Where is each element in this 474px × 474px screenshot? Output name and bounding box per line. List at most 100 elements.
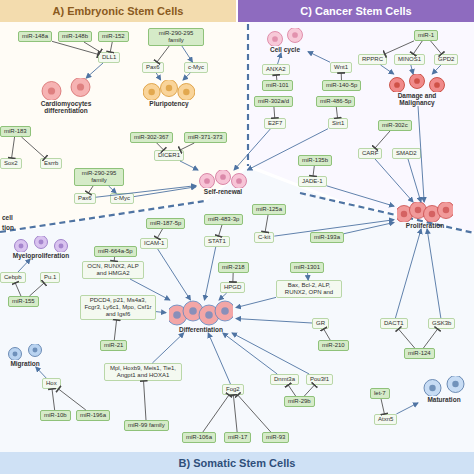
cell-shape bbox=[200, 174, 215, 189]
cell-nucleus bbox=[415, 207, 421, 213]
mirna-box: miR-21 bbox=[100, 340, 127, 351]
mirna-box: miR-148a bbox=[18, 31, 52, 42]
box-label: STAT1 bbox=[208, 238, 226, 245]
box-label: miR-196a bbox=[80, 412, 106, 419]
box-label: miR-290-295 family bbox=[78, 170, 120, 184]
box-label: Pax6 bbox=[146, 64, 160, 71]
cell-shape bbox=[424, 380, 441, 397]
box-label: miR-302-367 bbox=[134, 134, 169, 141]
box-label: miR-152 bbox=[102, 33, 125, 40]
box-label: c-Myc bbox=[114, 195, 130, 202]
activation-arrow bbox=[381, 65, 394, 74]
box-label: ICAM-1 bbox=[144, 240, 164, 247]
box-label: Hox bbox=[46, 380, 57, 387]
gene-box: ANXA2 bbox=[262, 64, 290, 75]
activation-arrow bbox=[208, 333, 230, 384]
phenotype-label: Proliferation bbox=[394, 222, 456, 229]
box-label: Pu.1 bbox=[44, 274, 56, 281]
box-label: miR-187-5p bbox=[150, 220, 181, 227]
cell-illustration bbox=[37, 78, 95, 100]
inhibition-connector bbox=[413, 41, 422, 54]
activation-arrow bbox=[134, 187, 196, 197]
mirna-box: let-7 bbox=[370, 388, 390, 399]
mirna-box: miR-483-3p bbox=[204, 214, 243, 225]
inhibition-connector bbox=[273, 107, 275, 118]
inhibition-connector bbox=[238, 395, 271, 432]
gene-box: MINOS1 bbox=[394, 54, 425, 65]
box-label: RPPRC bbox=[362, 56, 383, 63]
region-border bbox=[300, 193, 474, 233]
box-label: miR-183 bbox=[4, 128, 27, 135]
activation-arrow bbox=[432, 65, 441, 74]
inhibition-connector bbox=[375, 131, 390, 148]
box-label: PDCD4, p21, Ms4a3, Fcgr3, Ly6c1, Mpo, Cs… bbox=[84, 297, 152, 318]
mirna-box: miR-290-295 family bbox=[74, 168, 124, 186]
inhibition-connector bbox=[233, 395, 237, 432]
region-header: A) Embryonic Stem Cells bbox=[0, 0, 236, 22]
mirna-box: miR-371-373 bbox=[184, 132, 227, 143]
mirna-box: miR-1 bbox=[414, 30, 438, 41]
box-label: miR-17 bbox=[228, 434, 247, 441]
cell-nucleus bbox=[173, 311, 181, 319]
mirna-box: miR-1301 bbox=[290, 262, 324, 273]
gene-box: Wnt1 bbox=[330, 62, 352, 73]
gene-box: GSK3b bbox=[428, 318, 455, 329]
box-label: Pou3f1 bbox=[310, 376, 329, 383]
cell-shape bbox=[42, 82, 61, 101]
inhibition-connector bbox=[110, 42, 112, 52]
cell-nucleus bbox=[19, 244, 24, 249]
gene-box: PDCD4, p21, Ms4a3, Fcgr3, Ly6c1, Mpo, Cs… bbox=[80, 295, 156, 320]
activation-arrow bbox=[307, 273, 309, 280]
cell-shape bbox=[29, 344, 42, 357]
box-label: miR-21 bbox=[104, 342, 123, 349]
activation-arrow bbox=[236, 319, 312, 323]
cell-shape bbox=[71, 78, 90, 97]
cell-shape bbox=[143, 84, 160, 101]
region-border bbox=[0, 201, 205, 232]
gene-box: Sox2 bbox=[0, 158, 22, 169]
activation-arrow bbox=[327, 186, 394, 206]
activation-arrow bbox=[158, 249, 191, 300]
phenotype-illustration: Differentiation bbox=[166, 300, 236, 333]
inhibition-connector bbox=[203, 395, 229, 432]
inhibition-connector bbox=[22, 137, 46, 158]
box-label: miR-155 bbox=[12, 298, 35, 305]
cell-shape bbox=[390, 78, 405, 93]
cell-shape bbox=[288, 28, 303, 43]
box-label: miR-302a/d bbox=[258, 98, 289, 105]
cell-nucleus bbox=[401, 211, 407, 217]
region-title: A) Embryonic Stem Cells bbox=[53, 5, 184, 17]
cell-nucleus bbox=[292, 32, 298, 38]
phenotype-illustration: Myeloproliferation bbox=[8, 236, 74, 259]
phenotype-label: Damage and Malignancy bbox=[384, 92, 450, 106]
cell-shape bbox=[430, 78, 445, 93]
activation-arrow bbox=[86, 63, 103, 78]
cell-shape bbox=[15, 240, 28, 253]
gene-box: Sirt1 bbox=[328, 118, 348, 129]
box-label: miR-193a bbox=[314, 234, 340, 241]
phenotype-label: Cell cycle bbox=[262, 46, 308, 53]
cell-shape bbox=[232, 174, 247, 189]
phenotype-illustration: Proliferation bbox=[394, 202, 456, 229]
gene-box: Mpl, Hoxb9, Meis1, Tie1, Angpt1 and HOXA… bbox=[104, 363, 182, 381]
mirna-box: miR-99 family bbox=[124, 420, 169, 431]
box-label: miR-135b bbox=[302, 157, 328, 164]
inhibition-connector bbox=[180, 143, 194, 150]
mirna-box: miR-10b bbox=[40, 410, 71, 421]
mirna-box: miR-290-295 family bbox=[148, 28, 204, 46]
cell-shape bbox=[438, 202, 454, 219]
mirna-box: miR-218 bbox=[218, 262, 249, 273]
inhibition-connector bbox=[52, 41, 98, 54]
box-label: SMAD2 bbox=[396, 150, 417, 157]
mirna-box: miR-135b bbox=[298, 155, 332, 166]
gene-box: Pu.1 bbox=[40, 272, 60, 283]
box-label: Pax6 bbox=[78, 195, 92, 202]
activation-arrow bbox=[396, 403, 418, 414]
activation-arrow bbox=[234, 129, 270, 170]
mirna-box: miR-486-5p bbox=[316, 96, 355, 107]
cell-nucleus bbox=[59, 244, 64, 249]
activation-arrow bbox=[427, 229, 441, 318]
box-label: Mpl, Hoxb9, Meis1, Tie1, Angpt1 and HOXA… bbox=[108, 365, 178, 379]
gene-box: ICAM-1 bbox=[140, 238, 168, 249]
